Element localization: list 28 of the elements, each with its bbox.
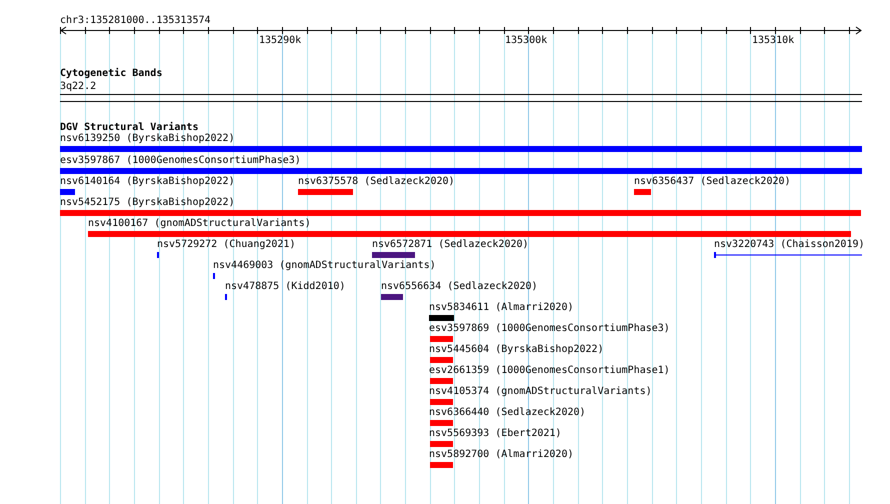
variant-label: nsv4105374 (gnomADStructuralVariants) [429,386,652,397]
variant-label: nsv478875 (Kidd2010) [225,281,346,292]
variant-label: nsv4100167 (gnomADStructuralVariants) [88,218,311,229]
variant-label: nsv6556634 (Sedlazeck2020) [381,281,538,292]
variant-label: nsv6572871 (Sedlazeck2020) [372,239,529,250]
variant-label: esv3597867 (1000GenomesConsortiumPhase3) [60,155,301,166]
variant-label: nsv6139250 (ByrskaBishop2022) [60,133,235,144]
tick-label: 135310k [752,35,794,46]
variant-label: nsv6356437 (Sedlazeck2020) [634,176,791,187]
variant-label: nsv6366440 (Sedlazeck2020) [429,407,586,418]
variant-label: nsv6375578 (Sedlazeck2020) [298,176,455,187]
variant-label: nsv5445604 (ByrskaBishop2022) [429,344,604,355]
track-title: DGV Structural Variants [60,122,198,133]
variant-label: nsv5569393 (Ebert2021) [429,428,562,439]
tick-label: 135290k [259,35,302,46]
variant-label: nsv5834611 (Almarri2020) [429,302,574,313]
band-label: 3q22.2 [60,81,96,92]
track-title: Cytogenetic Bands [60,68,162,79]
variant-label: nsv6140164 (ByrskaBishop2022) [60,176,235,187]
variant-label: nsv5729272 (Chuang2021) [157,239,296,250]
variant-label: nsv4469003 (gnomADStructuralVariants) [213,260,436,271]
region-label: chr3:135281000..135313574 [60,15,211,26]
variant-label: esv3597869 (1000GenomesConsortiumPhase3) [429,323,670,334]
variant-label: nsv3220743 (Chaisson2019) [714,239,865,250]
variant-label: nsv5452175 (ByrskaBishop2022) [60,197,235,208]
variant-label: nsv5892700 (Almarri2020) [429,449,574,460]
variant-label: esv2661359 (1000GenomesConsortiumPhase1) [429,365,670,376]
tick-label: 135300k [505,35,548,46]
